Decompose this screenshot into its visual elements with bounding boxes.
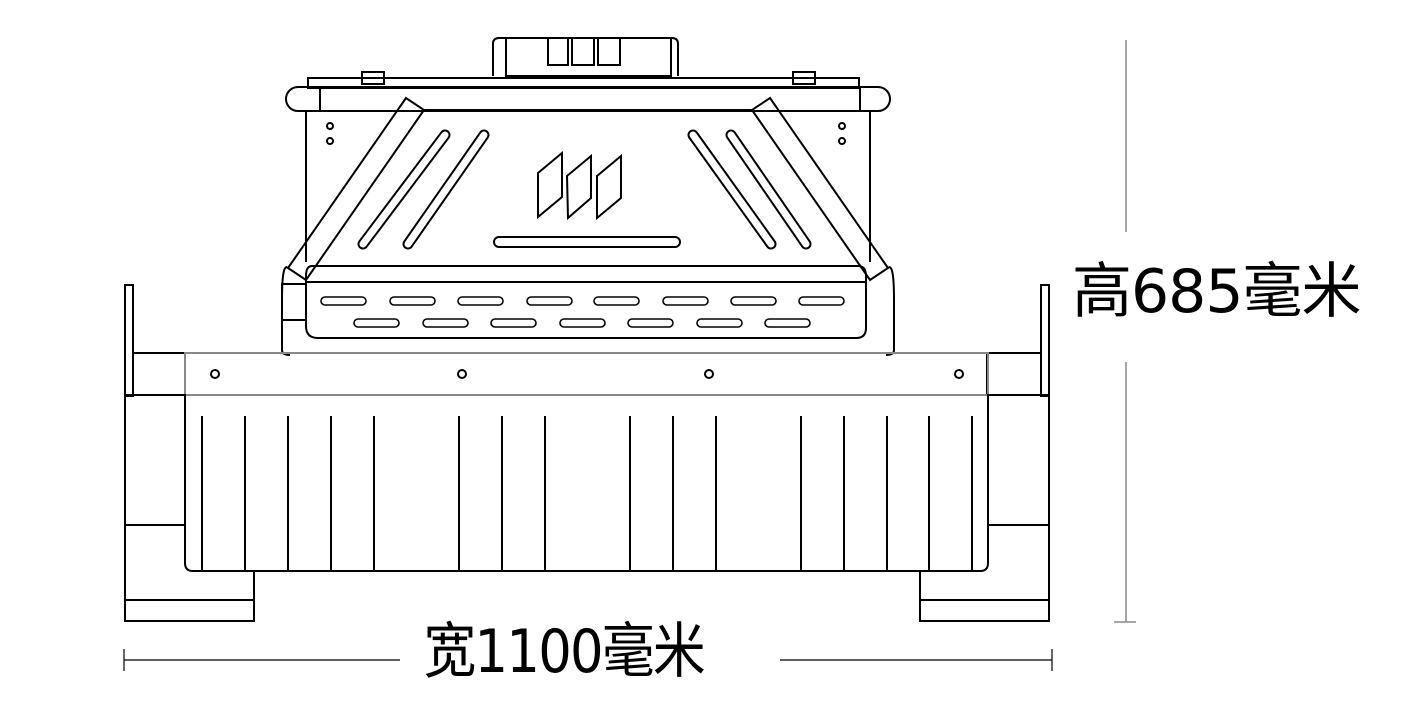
top-connector xyxy=(492,37,679,77)
vent-slots xyxy=(357,129,812,250)
height-dimension-label: 高685毫米 xyxy=(1072,257,1362,327)
deck-band xyxy=(184,352,989,396)
top-frame xyxy=(285,71,891,112)
left-track xyxy=(124,394,255,622)
deck-ribs xyxy=(201,416,973,571)
right-track xyxy=(919,394,1050,622)
height-dimension-line xyxy=(1114,40,1136,623)
brand-logo xyxy=(537,150,622,221)
roll-bars xyxy=(286,96,890,282)
width-dimension-line xyxy=(123,649,1053,671)
lower-panel xyxy=(281,265,895,356)
width-dimension-label: 宽1100毫米 xyxy=(420,622,708,682)
mower-deck xyxy=(184,395,989,572)
panel-slots xyxy=(320,296,845,328)
